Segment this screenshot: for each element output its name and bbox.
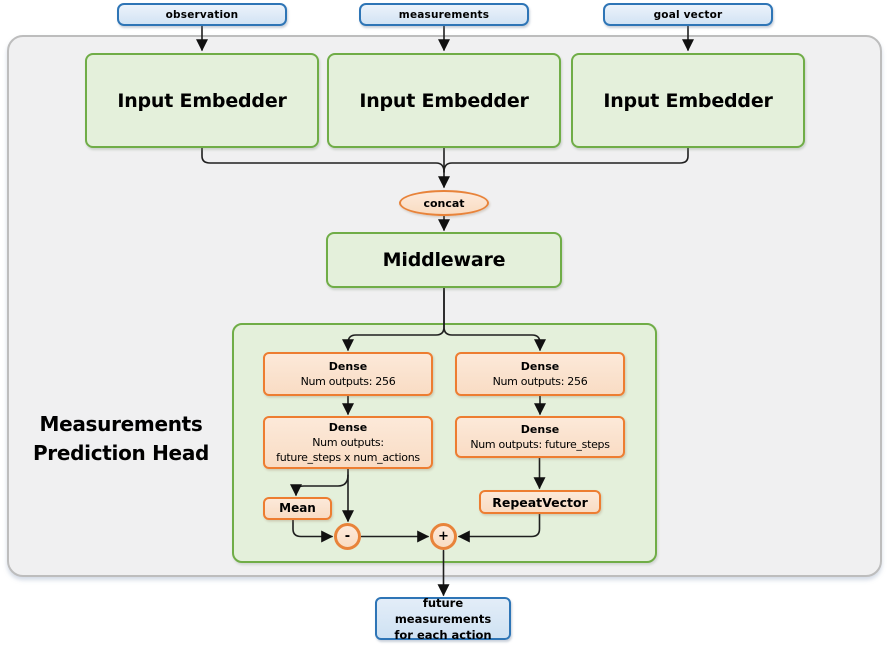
dense-detail-line1: Num outputs: (312, 436, 384, 449)
dense-name: Dense (520, 423, 560, 436)
dense-detail-line2: future_steps x num_actions (276, 451, 420, 464)
dense-left-1: Dense Num outputs: 256 (263, 352, 433, 396)
dense-name: Dense (520, 360, 560, 373)
dense-detail: Num outputs: 256 (300, 375, 396, 388)
dense-right-1: Dense Num outputs: 256 (455, 352, 625, 396)
input-node-goal-vector: goal vector (603, 3, 773, 26)
edge-mean-minus (292, 519, 334, 543)
dense-left-2: Dense Num outputs: future_steps x num_ac… (263, 416, 433, 469)
middleware-label: Middleware (382, 249, 506, 271)
output-node: future measurements for each action (375, 595, 511, 642)
edge-embedder3-merge (443, 147, 689, 173)
input-embedder-label: Input Embedder (117, 89, 287, 112)
plus-label: + (438, 529, 449, 544)
output-label-line1: future measurements (394, 595, 492, 626)
edge-repeatvector-plus (457, 513, 541, 543)
mean-block: Mean (263, 497, 332, 520)
plus-op-node: + (430, 523, 457, 550)
input-node-measurements: measurements (359, 3, 529, 26)
input-node-label: measurements (398, 8, 490, 21)
input-embedder-label: Input Embedder (359, 89, 529, 112)
edge-middleware-dense-right (443, 287, 546, 352)
minus-op-node: - (334, 523, 361, 550)
repeat-vector-label: RepeatVector (492, 494, 588, 510)
dense-detail: Num outputs: 256 (492, 375, 588, 388)
concat-node: concat (399, 190, 489, 216)
input-embedder-1: Input Embedder (85, 53, 319, 148)
dense-right-2: Dense Num outputs: future_steps (455, 416, 625, 458)
dense-detail: Num outputs: future_steps (470, 438, 610, 451)
edge-embedder1-merge (201, 147, 445, 173)
prediction-head-title-line2: Prediction Head (32, 441, 210, 465)
repeat-vector-block: RepeatVector (479, 490, 601, 514)
middleware-block: Middleware (326, 232, 562, 288)
prediction-head-title-line1: Measurements (39, 412, 203, 436)
input-embedder-3: Input Embedder (571, 53, 805, 148)
prediction-head-title: Measurements Prediction Head (20, 410, 222, 468)
edge-middleware-dense-left (342, 287, 445, 352)
dense-name: Dense (328, 421, 368, 434)
input-node-label: observation (165, 8, 239, 21)
minus-label: - (344, 529, 351, 544)
mean-label: Mean (279, 501, 316, 515)
edge-dense2-mean (290, 474, 349, 497)
input-node-label: goal vector (653, 8, 723, 21)
output-label-line2: for each action (394, 627, 492, 642)
input-node-observation: observation (117, 3, 287, 26)
input-embedder-2: Input Embedder (327, 53, 561, 148)
dense-name: Dense (328, 360, 368, 373)
concat-label: concat (423, 196, 465, 210)
input-embedder-label: Input Embedder (603, 89, 773, 112)
